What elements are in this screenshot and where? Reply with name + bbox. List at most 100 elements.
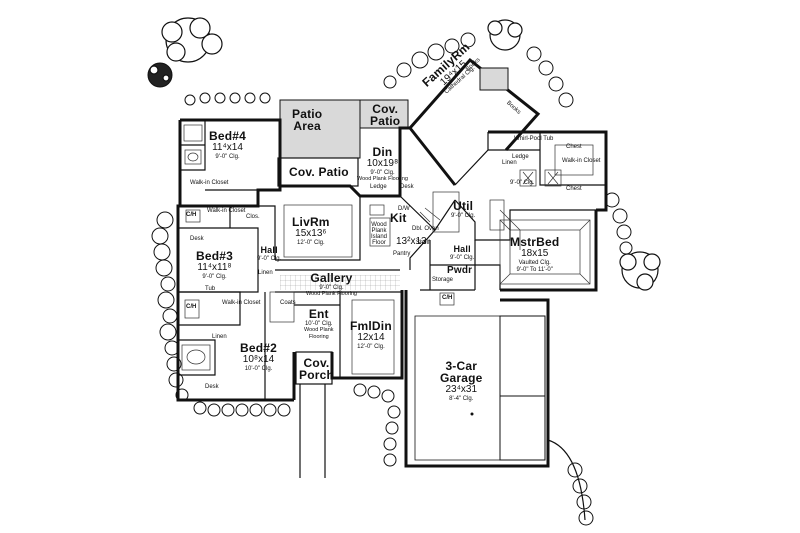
room-kit: Kit xyxy=(390,212,407,224)
room-dims: 23⁴x31 xyxy=(445,384,478,395)
room-name-line2: Garage xyxy=(440,371,483,385)
room-garage: 3-Car Garage 23⁴x31 8'-4" Clg. xyxy=(440,360,483,402)
tree-icon xyxy=(161,17,223,63)
room-name: Hall xyxy=(453,244,471,254)
room-cov-porch: Cov. Porch xyxy=(299,357,334,381)
room-dims: 11⁴x11⁸ xyxy=(197,262,232,273)
room-name: Gallery xyxy=(310,271,353,285)
room-floor: Wood Plank Flooring xyxy=(306,291,357,297)
room-name: FmlDin xyxy=(350,319,392,333)
room-name: Pwdr xyxy=(447,265,473,276)
room-name: Kit xyxy=(390,211,407,225)
note-chest: Chest xyxy=(566,186,582,192)
shrub-dark-icon xyxy=(147,62,173,88)
room-name: Patio xyxy=(292,107,323,121)
room-dims: 11⁴x14 xyxy=(212,142,243,153)
room-dims: 15x13⁶ xyxy=(295,228,327,239)
ceiling-tray-lines xyxy=(280,204,591,521)
room-ceiling: 9'-0" Clg. xyxy=(257,256,282,262)
room-ent: Ent 10'-0" Clg. Wood Plank Flooring xyxy=(304,308,334,340)
room-din: Din 10x19⁸ 9'-0" Clg. Wood Plank Floorin… xyxy=(357,146,408,183)
note-dbl-oven: Dbl. Oven xyxy=(412,226,439,232)
note-dw: D/W xyxy=(398,206,410,212)
note-tub: Tub xyxy=(205,286,216,292)
room-cov-patio-top: Cov. Patio xyxy=(370,103,400,127)
note-ledge: Ledge xyxy=(370,184,387,190)
note-walk-in-closet: Walk-in Closet xyxy=(207,208,246,214)
note-ch: C/H xyxy=(186,304,197,310)
note-clos: Clos. xyxy=(246,214,260,220)
room-name: LivRm xyxy=(292,215,330,229)
room-name: Bed#4 xyxy=(209,129,247,143)
note-pantry: Pantry xyxy=(393,251,411,257)
fixtures xyxy=(181,67,594,371)
note-island: Wood Plank Island Floor xyxy=(370,222,387,246)
room-floor: Wood Plank xyxy=(304,327,334,333)
room-ceiling: Vaulted Clg. xyxy=(518,260,551,266)
room-ceiling: 9'-0" Clg. xyxy=(202,274,227,280)
room-name: Ent xyxy=(308,307,329,321)
room-ceiling: 9'-0" Clg. xyxy=(451,213,476,219)
room-dims: 10x19⁸ xyxy=(366,158,399,169)
note-whirlpool-tub: Whirl-Pool Tub xyxy=(514,136,554,142)
room-name: Bed#2 xyxy=(240,341,278,355)
room-name: Hall xyxy=(260,245,278,255)
note-walk-in-closet: Walk-in Closet xyxy=(190,180,229,186)
note-chest: Chest xyxy=(566,144,582,150)
room-dims: 13²x13 xyxy=(396,236,427,247)
room-ceiling: 12'-0" Clg. xyxy=(297,240,325,246)
room-ceiling: 8'-4" Clg. xyxy=(449,396,474,402)
note-linen: Linen xyxy=(212,334,227,340)
note-ch: C/H xyxy=(186,212,197,218)
note-walk-in-closet: Walk-in Closet xyxy=(222,300,261,306)
note-desk: Desk xyxy=(190,236,204,242)
room-name: 3-Car xyxy=(445,359,478,373)
tree-top-right-icon xyxy=(487,19,523,51)
room-dims: 18x15 xyxy=(521,248,549,259)
room-hall-left: Hall 9'-0" Clg. xyxy=(257,245,282,263)
note-walk-in-closet: Walk-in Closet xyxy=(562,158,601,164)
room-name: Cov. xyxy=(372,102,399,116)
note-linen: Linen xyxy=(258,270,273,276)
room-hall-right: Hall 9'-0" Clg. xyxy=(450,244,475,262)
note-shelf: Shelf xyxy=(416,240,430,246)
room-name: Din xyxy=(372,145,393,159)
room-ceiling: 9'-0" Clg. xyxy=(215,154,240,160)
note-linen: Linen xyxy=(502,160,517,166)
shrub-left-icon xyxy=(151,211,189,402)
tree-right-icon xyxy=(619,251,661,291)
room-name: Bed#3 xyxy=(196,249,234,263)
room-bed4: Bed#4 11⁴x14 9'-0" Clg. xyxy=(209,130,246,160)
room-ceiling: 12'-0" Clg. xyxy=(357,344,385,350)
room-util: Util 9'-0" Clg. xyxy=(451,200,475,219)
room-mstr-bed: MstrBed 18x15 Vaulted Clg. 9'-0" To 11'-… xyxy=(510,236,559,273)
room-name: Cov. xyxy=(303,356,330,370)
room-ceiling: 9'-0" Clg. xyxy=(370,170,395,176)
room-gallery: Gallery 9'-0" Clg. Wood Plank Flooring xyxy=(306,272,357,298)
room-bed3: Bed#3 11⁴x11⁸ 9'-0" Clg. xyxy=(196,250,233,280)
note-coats: Coats xyxy=(280,300,296,306)
room-dims: 12x14 xyxy=(357,332,385,343)
room-kit-dims: 13²x13 xyxy=(396,236,427,247)
outdoor-surfaces xyxy=(277,99,409,478)
room-name: MstrBed xyxy=(510,235,560,249)
room-name-line2: Patio xyxy=(370,114,401,128)
note-desk: Desk xyxy=(400,184,414,190)
note-desk: Desk xyxy=(205,384,219,390)
note-ledge: Ledge xyxy=(512,154,529,160)
shrub-row-icon xyxy=(184,32,574,108)
room-ceiling: 9'-0" Clg. xyxy=(450,255,475,261)
room-bed2: Bed#2 10⁸x14 10'-0" Clg. xyxy=(240,342,277,372)
room-name-line2: Area xyxy=(293,119,321,133)
room-cov-patio: Cov. Patio xyxy=(289,166,349,178)
room-name: Cov. Patio xyxy=(289,165,349,179)
room-dims: 10⁸x14 xyxy=(242,354,275,365)
room-fml-din: FmlDin 12x14 12'-0" Clg. xyxy=(350,320,392,350)
room-ceiling: 10'-0" Clg. xyxy=(244,366,273,372)
room-floor: Wood Plank Flooring xyxy=(357,176,408,182)
landscape-trees xyxy=(147,17,661,526)
room-patio-area: Patio Area xyxy=(292,108,322,132)
room-name-line2: Porch xyxy=(299,368,335,382)
